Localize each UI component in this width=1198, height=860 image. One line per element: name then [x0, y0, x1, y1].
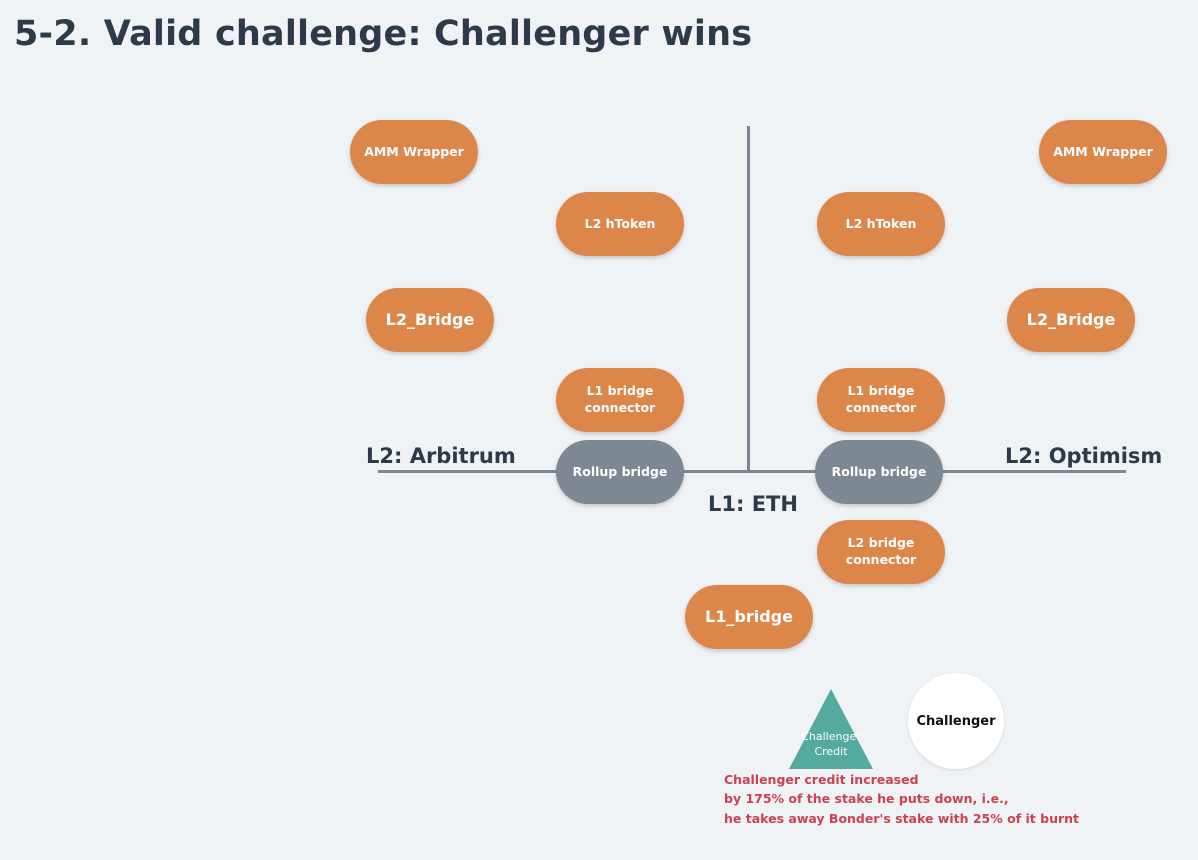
horizontal-axis — [378, 470, 1126, 473]
left-rollup-bridge-node: Rollup bridge — [556, 440, 684, 504]
l1-bridge-node: L1_bridge — [685, 585, 813, 649]
challenger-credit-note: Challenger credit increased by 175% of t… — [724, 770, 1079, 828]
note-line-3: he takes away Bonder's stake with 25% of… — [724, 810, 1080, 826]
left-l1-bridge-connector-node: L1 bridge connector — [556, 368, 684, 432]
right-l2-htoken-node: L2 hToken — [817, 192, 945, 256]
left-amm-wrapper-node: AMM Wrapper — [350, 120, 478, 184]
eth-vertical-axis — [747, 126, 750, 472]
right-l2-bridge-node: L2_Bridge — [1007, 288, 1135, 352]
challenger-credit-label: Challenger Credit — [801, 730, 861, 758]
l2-bridge-connector-node: L2 bridge connector — [817, 520, 945, 584]
note-line-2: by 175% of the stake he puts down, i.e., — [724, 791, 1009, 807]
left-l2-bridge-node: L2_Bridge — [366, 288, 494, 352]
challenger-node: Challenger — [908, 673, 1004, 769]
eth-label: L1: ETH — [708, 492, 798, 516]
arbitrum-label: L2: Arbitrum — [366, 444, 516, 468]
optimism-label: L2: Optimism — [1005, 444, 1163, 468]
right-rollup-bridge-node: Rollup bridge — [815, 440, 943, 504]
page-title: 5-2. Valid challenge: Challenger wins — [14, 14, 753, 54]
right-l1-bridge-connector-node: L1 bridge connector — [817, 368, 945, 432]
right-amm-wrapper-node: AMM Wrapper — [1039, 120, 1167, 184]
left-l2-htoken-node: L2 hToken — [556, 192, 684, 256]
note-line-1: Challenger credit increased — [724, 772, 919, 787]
